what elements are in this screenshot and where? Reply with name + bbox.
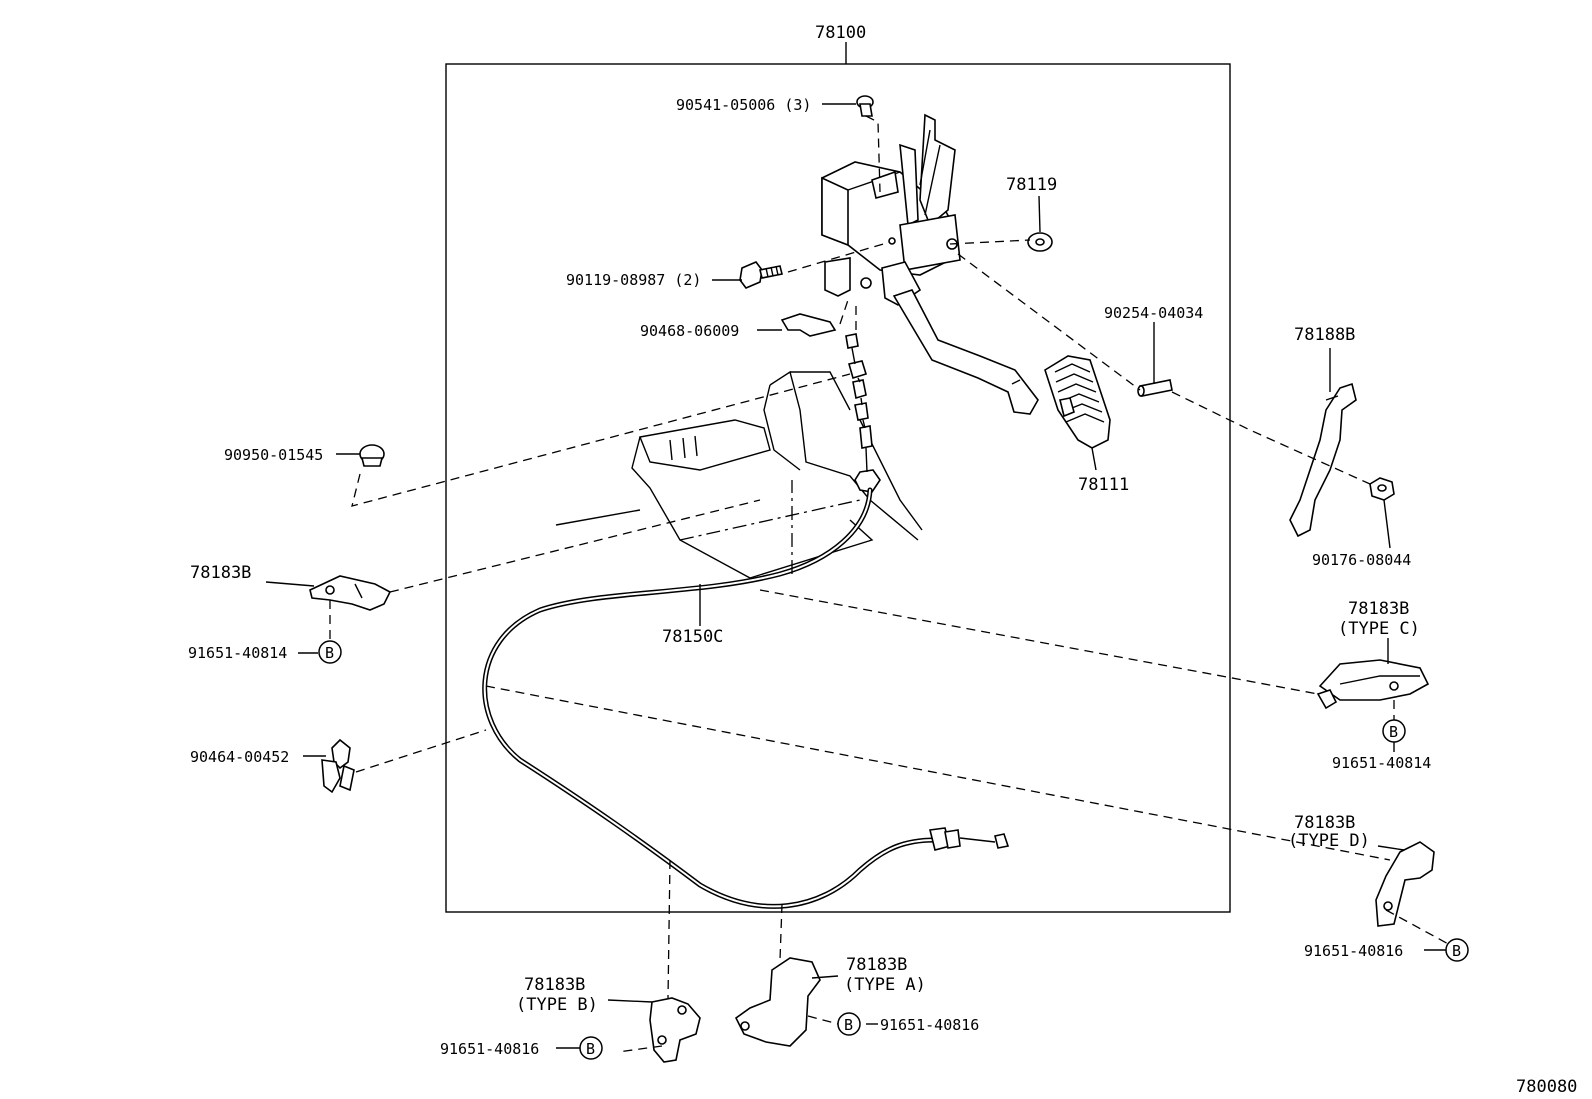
- label-clamp-d: 78183B: [1294, 813, 1355, 833]
- label-clamp-a: 78183B: [846, 955, 907, 975]
- bracket-part: [1289, 382, 1357, 538]
- clip-part: [321, 738, 355, 794]
- assembly-label: 78100: [815, 23, 866, 43]
- pedal-arm: [892, 289, 1039, 415]
- label-clamp-d-bolt: 91651-40816: [1304, 942, 1403, 960]
- plug-part: [359, 444, 385, 467]
- label-clamp-c: 78183B: [1348, 599, 1409, 619]
- pedal-pad: [1044, 355, 1111, 449]
- svg-text:B: B: [844, 1016, 853, 1034]
- leader-lines: [265, 103, 1446, 1049]
- label-bolt-top: 90541-05006 (3): [676, 96, 811, 114]
- label-cable: 78150C: [662, 627, 723, 647]
- svg-text:B: B: [325, 644, 334, 662]
- label-clamp-left-bolt: 91651-40814: [188, 644, 287, 662]
- label-bolt-side: 90119-08987 (2): [566, 271, 701, 289]
- clamp-c-part: [1316, 659, 1430, 710]
- label-plug: 90950-01545: [224, 446, 323, 464]
- label-clamp-b-bolt: 91651-40816: [440, 1040, 539, 1058]
- label-clamp-b: 78183B: [524, 975, 585, 995]
- marker-b-type-b: B: [579, 1036, 603, 1060]
- label-clamp-c-type: (TYPE C): [1338, 619, 1420, 639]
- label-clamp-b-type: (TYPE B): [516, 995, 598, 1015]
- marker-b-type-d: B: [1445, 938, 1469, 962]
- label-clamp-d-type: (TYPE D): [1288, 831, 1370, 851]
- label-nut: 90176-08044: [1312, 551, 1411, 569]
- label-clamp-left: 78183B: [190, 563, 251, 583]
- assembly-lines: [329, 115, 1453, 1053]
- nut-part: [1369, 477, 1395, 501]
- label-bracket: 78188B: [1294, 325, 1355, 345]
- pin-part: [1137, 379, 1173, 397]
- figure-code: 780080: [1516, 1077, 1577, 1097]
- assembly-frame: [445, 63, 1231, 913]
- pedal-bracket: [821, 113, 961, 306]
- label-pedal-pad: 78111: [1078, 475, 1129, 495]
- cable-upper-end: [845, 333, 881, 493]
- clamp-a-part: [734, 957, 821, 1047]
- label-clamp-a-type: (TYPE A): [844, 975, 926, 995]
- label-clamp-a-bolt: 91651-40816: [880, 1016, 979, 1034]
- spacer-part: [1027, 232, 1053, 252]
- clamp-b-part: [649, 997, 701, 1063]
- svg-text:B: B: [586, 1040, 595, 1058]
- label-pin: 90254-04034: [1104, 304, 1203, 322]
- label-clip: 90464-00452: [190, 748, 289, 766]
- svg-text:B: B: [1389, 723, 1398, 741]
- bolt-side-part: [739, 261, 783, 289]
- marker-b-type-c: B: [1382, 719, 1406, 743]
- label-clip-plate: 90468-06009: [640, 322, 739, 340]
- clamp-d-part: [1375, 841, 1435, 927]
- clamp-left-part: [309, 575, 392, 611]
- clip-plate-part: [780, 313, 837, 337]
- label-clamp-c-bolt: 91651-40814: [1332, 754, 1431, 772]
- marker-b-type-a: B: [837, 1012, 861, 1036]
- marker-b-left: B: [318, 640, 342, 664]
- svg-text:B: B: [1452, 942, 1461, 960]
- label-spacer: 78119: [1006, 175, 1057, 195]
- throttle-cable: [482, 487, 1010, 909]
- bolt-top-part: [856, 95, 874, 117]
